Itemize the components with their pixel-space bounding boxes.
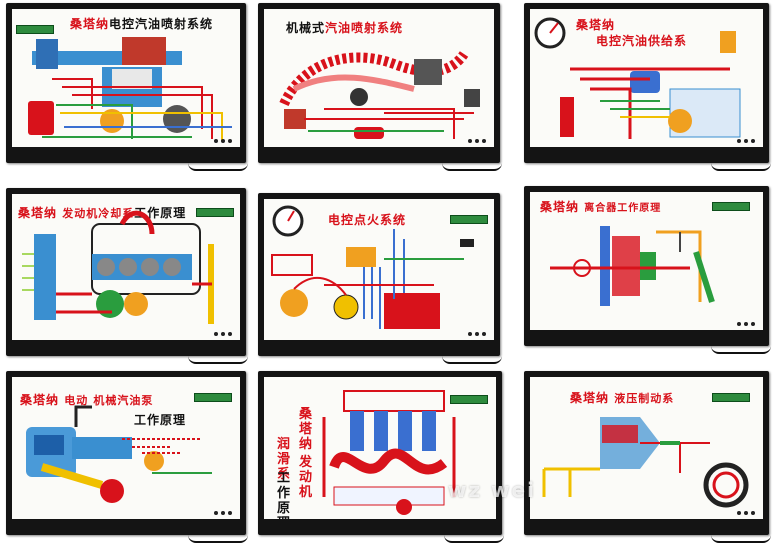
- board-title: 桑塔纳 电动 机械汽油泵: [20, 393, 154, 407]
- board-clutch: 桑塔纳 离合器工作原理: [524, 186, 771, 354]
- power-cord: [188, 356, 248, 364]
- board-subtitle: 工作原理: [134, 413, 187, 427]
- power-cord: [711, 346, 771, 354]
- power-cord: [711, 535, 771, 543]
- board-title-b: 发动机: [298, 455, 312, 500]
- board-panel: 桑塔纳电控汽油喷射系统: [12, 9, 240, 147]
- efi-diagram: [28, 37, 232, 141]
- power-cord: [444, 535, 504, 543]
- board-ignition-system: 电控点火系统: [258, 193, 502, 364]
- label-plate: [712, 202, 750, 211]
- board-lubrication: 桑塔纳 发动机 润滑系 工作原理: [258, 371, 504, 543]
- label-plate: [196, 208, 234, 217]
- switch-row: [737, 511, 755, 515]
- board-cooling-system: 桑塔纳 发动机冷却系工作原理: [6, 188, 248, 364]
- board-title-d: 工作原理: [276, 471, 290, 519]
- power-cord: [711, 163, 771, 171]
- ignition-diagram: [271, 205, 474, 329]
- switch-row: [737, 139, 755, 143]
- switch-row: [468, 332, 486, 336]
- board-title: 电控点火系统: [328, 213, 407, 227]
- board-title: 桑塔纳 电控汽油供给系: [576, 18, 688, 48]
- cooling-diagram: [22, 210, 214, 324]
- board-panel: 桑塔纳 电控汽油供给系: [530, 9, 763, 147]
- board-efi-system: 桑塔纳电控汽油喷射系统: [6, 3, 248, 171]
- board-panel: 桑塔纳 离合器工作原理: [530, 192, 763, 330]
- label-plate: [450, 215, 488, 224]
- watermark: wz wei: [448, 478, 536, 502]
- fuel-supply-diagram: [534, 17, 741, 139]
- switch-row: [468, 139, 486, 143]
- board-panel: 桑塔纳 电动 机械汽油泵 工作原理: [12, 377, 240, 519]
- board-title: 桑塔纳电控汽油喷射系统: [70, 17, 214, 31]
- power-cord: [188, 163, 248, 171]
- clutch-diagram: [550, 226, 715, 306]
- mechanical-injection-diagram: [279, 51, 480, 139]
- board-fuel-supply: 桑塔纳 电控汽油供给系: [524, 3, 771, 171]
- board-panel: 桑塔纳 发动机 润滑系 工作原理: [264, 377, 496, 519]
- fuel-pump-diagram: [26, 405, 212, 503]
- board-panel: 桑塔纳 发动机冷却系工作原理: [12, 194, 240, 340]
- lubrication-diagram: [322, 390, 456, 515]
- board-title: 桑塔纳 离合器工作原理: [540, 200, 662, 214]
- label-plate: [450, 395, 488, 404]
- power-cord: [442, 163, 502, 171]
- board-hydraulic-brake: 桑塔纳 液压制动系: [524, 371, 771, 543]
- board-title: 桑塔纳 发动机冷却系工作原理: [18, 206, 187, 220]
- board-panel: 机械式汽油喷射系统: [264, 9, 494, 147]
- label-plate: [194, 393, 232, 402]
- power-cord: [188, 535, 248, 543]
- board-panel: 桑塔纳 液压制动系: [530, 377, 763, 519]
- board-mechanical-injection: 机械式汽油喷射系统: [258, 3, 502, 171]
- board-title-a: 桑塔纳: [298, 407, 312, 452]
- switch-row: [737, 322, 755, 326]
- power-cord: [442, 356, 502, 364]
- board-panel: 电控点火系统: [264, 199, 494, 340]
- label-plate: [712, 393, 750, 402]
- brake-diagram: [542, 417, 749, 508]
- switch-row: [214, 139, 232, 143]
- board-title: 桑塔纳 液压制动系: [570, 391, 675, 405]
- label-plate: [16, 25, 54, 34]
- board-fuel-pump: 桑塔纳 电动 机械汽油泵 工作原理: [6, 371, 248, 543]
- switch-row: [214, 332, 232, 336]
- board-title-c: 润滑系: [276, 437, 290, 482]
- board-title: 机械式汽油喷射系统: [286, 21, 404, 35]
- switch-row: [214, 511, 232, 515]
